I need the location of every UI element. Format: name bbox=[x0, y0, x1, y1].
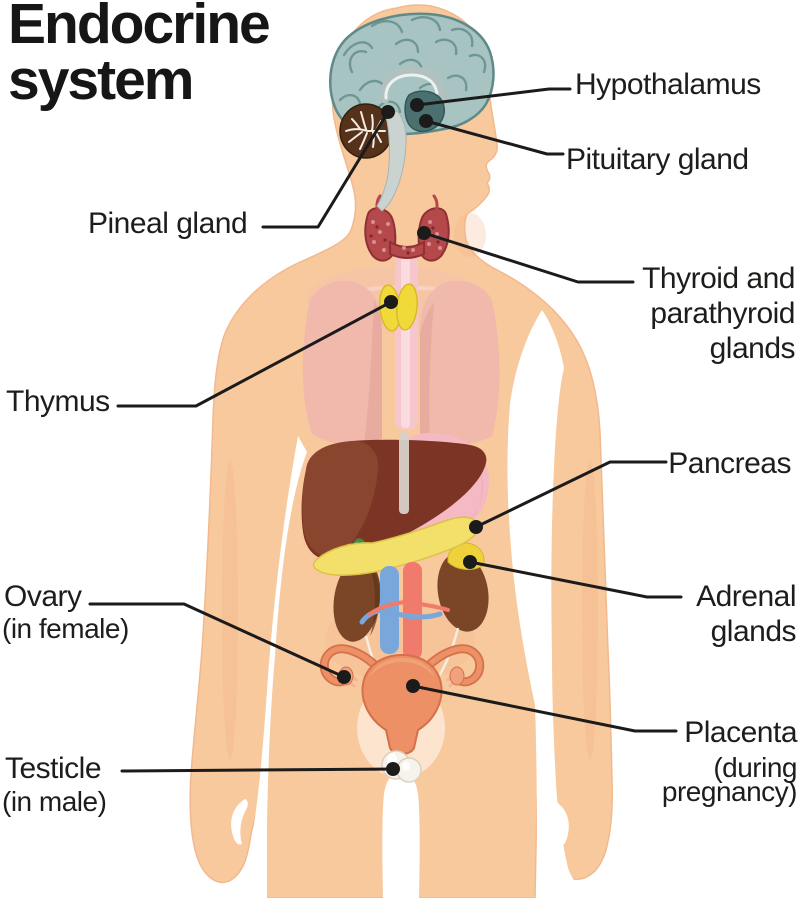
left-lung bbox=[302, 280, 382, 445]
uterus-group bbox=[319, 644, 485, 755]
corpus-callosum-highlight bbox=[384, 73, 439, 100]
lung-shade-left bbox=[364, 300, 382, 443]
thyroid-dot bbox=[417, 226, 431, 240]
aorta bbox=[403, 562, 422, 660]
label-placenta-sub2: pregnancy) bbox=[661, 776, 798, 807]
label-placenta-sub1: (during bbox=[713, 752, 797, 783]
label-pancreas: Pancreas bbox=[668, 447, 791, 480]
left-kidney bbox=[333, 558, 381, 642]
label-ovary: Ovary bbox=[4, 580, 82, 613]
placenta-leader bbox=[411, 684, 678, 733]
right-lung bbox=[420, 280, 500, 446]
label-thyroid: Thyroid and parathyroid glands bbox=[642, 261, 795, 366]
liver-left-lobe-highlight bbox=[302, 440, 379, 557]
label-placenta: Placenta (during pregnancy) bbox=[661, 716, 798, 807]
body-gaps bbox=[228, 310, 589, 898]
label-placenta-main: Placenta bbox=[684, 716, 797, 749]
esophagus bbox=[399, 432, 409, 514]
right-ovary bbox=[449, 666, 465, 686]
right-kidney bbox=[437, 552, 489, 632]
pituitary-dot bbox=[419, 114, 433, 128]
left-kidney-shade bbox=[368, 564, 380, 636]
brainstem bbox=[376, 110, 407, 212]
label-testicle-sub: (in male) bbox=[2, 786, 107, 817]
testicle-dot bbox=[386, 762, 400, 776]
blood-vessels bbox=[359, 562, 460, 701]
right-thumb-notch bbox=[552, 801, 569, 847]
corpus-callosum bbox=[380, 66, 446, 104]
pancreas-dot bbox=[469, 520, 483, 534]
leader-lines bbox=[88, 87, 683, 773]
title-line2: system bbox=[8, 48, 194, 112]
adrenal-dot bbox=[463, 555, 477, 569]
thymus-leader bbox=[116, 300, 393, 408]
thyroid-isthmus bbox=[389, 240, 425, 259]
label-thyroid-line3: glands bbox=[709, 332, 796, 365]
page-title: Endocrine system bbox=[8, 0, 271, 112]
label-ovary-sub: (in female) bbox=[2, 613, 129, 644]
placenta-dot bbox=[406, 679, 420, 693]
pituitary-leader bbox=[424, 119, 565, 156]
thymus-dot bbox=[384, 295, 398, 309]
pineal-dot bbox=[381, 105, 395, 119]
label-thyroid-line1: Thyroid and bbox=[642, 262, 795, 295]
label-pineal: Pineal gland bbox=[88, 207, 248, 240]
label-hypothalamus: Hypothalamus bbox=[575, 68, 761, 101]
thyroid-horns bbox=[375, 194, 439, 214]
label-thyroid-line2: parathyroid bbox=[650, 297, 795, 330]
pineal-leader bbox=[261, 110, 390, 229]
vena-cava bbox=[380, 566, 399, 654]
label-thymus: Thymus bbox=[6, 385, 110, 418]
label-adrenal-line2: glands bbox=[710, 615, 797, 648]
left-thumb-notch bbox=[231, 799, 248, 845]
pancreas-leader bbox=[474, 460, 668, 529]
label-adrenal: Adrenal glands bbox=[696, 579, 796, 649]
leg-gap bbox=[382, 771, 420, 898]
brain-illustration bbox=[329, 12, 495, 212]
adrenal-leader bbox=[468, 560, 683, 599]
lung-shade-right bbox=[420, 302, 434, 442]
leader-dots bbox=[337, 98, 483, 776]
uterus-highlight bbox=[369, 658, 435, 678]
thyroid-texture bbox=[371, 220, 442, 252]
hypothalamus-dot bbox=[410, 98, 424, 112]
lungs bbox=[302, 280, 500, 446]
thymus-right-lobe bbox=[396, 283, 418, 331]
testicle-leader bbox=[120, 767, 395, 773]
thyroid-gland bbox=[364, 194, 450, 262]
title-line1: Endocrine bbox=[8, 0, 271, 56]
pancreas-organ bbox=[312, 516, 479, 576]
label-adrenal-line1: Adrenal bbox=[696, 580, 796, 613]
renal-arteries bbox=[368, 600, 450, 616]
label-pituitary: Pituitary gland bbox=[566, 143, 749, 176]
thyroid-leader bbox=[422, 231, 635, 284]
right-arm-gap bbox=[507, 310, 589, 898]
ovary-leader bbox=[88, 602, 346, 679]
torso-organs bbox=[301, 194, 500, 783]
trachea bbox=[395, 252, 418, 430]
label-testicle: Testicle bbox=[5, 752, 102, 785]
hypothalamus-leader bbox=[415, 87, 572, 107]
ovary-dot bbox=[337, 670, 351, 684]
